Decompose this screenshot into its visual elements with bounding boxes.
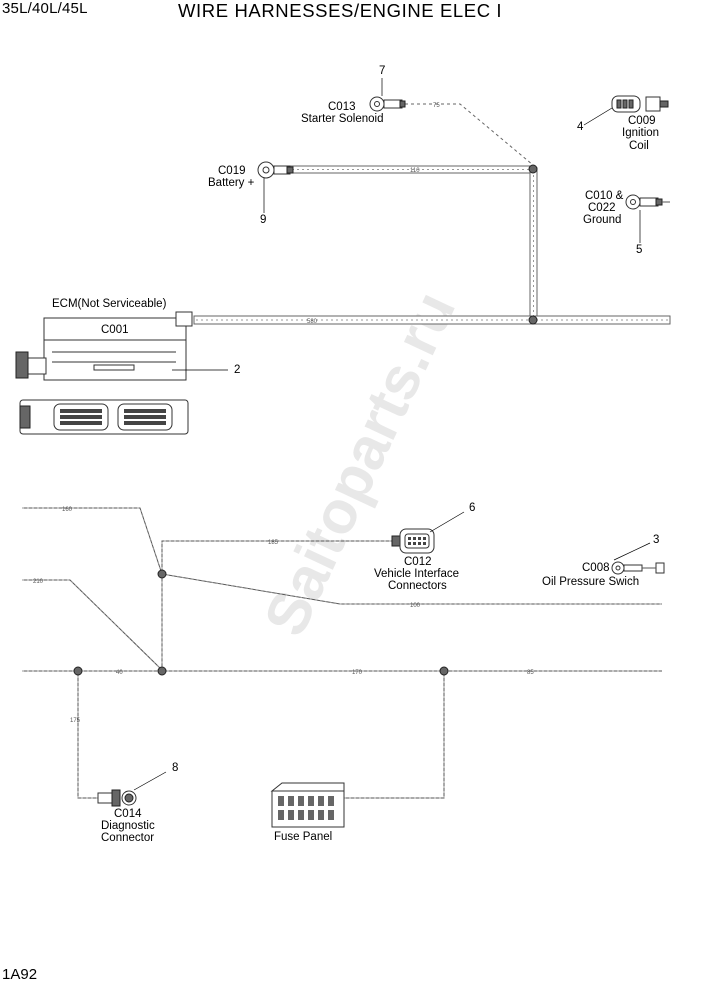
lower-harness — [22, 507, 662, 799]
vertical-harness-segment — [529, 167, 538, 321]
fuse-panel-label: Fuse Panel — [274, 831, 333, 843]
seg-label-160: 160 — [62, 507, 73, 513]
c013-name: Starter Solenoid — [301, 113, 384, 125]
fuse-panel-icon — [270, 782, 345, 828]
c012-connector-icon — [391, 528, 435, 554]
c009-connector-icon — [611, 95, 669, 113]
c019-name: Battery + — [208, 177, 255, 189]
ref-7: 7 — [379, 65, 386, 77]
seg-label-100: 100 — [410, 603, 421, 609]
seg-label-580: 580 — [307, 319, 318, 325]
starter-lead-wire — [405, 103, 534, 166]
c008-name: Oil Pressure Swich — [542, 576, 640, 588]
ecm-trunk-segment — [193, 315, 671, 325]
ecm-code: C001 — [101, 324, 129, 336]
c014-connector-icon — [97, 789, 137, 807]
seg-label-75: 75 — [433, 103, 440, 109]
junction-upper — [528, 164, 538, 174]
leader-4 — [583, 107, 613, 126]
ref-5: 5 — [636, 244, 643, 256]
c012-name-2: Connectors — [388, 580, 447, 592]
leader-3 — [613, 542, 651, 561]
seg-label-185: 185 — [268, 540, 279, 546]
junction-fuse — [439, 666, 449, 676]
ref-6: 6 — [469, 502, 476, 514]
ref-3: 3 — [653, 534, 660, 546]
c010-ground-terminal-icon — [625, 194, 670, 210]
page-title: WIRE HARNESSES/ENGINE ELEC I — [178, 0, 503, 21]
junction-lower-main — [157, 666, 167, 676]
c019-terminal-icon — [257, 161, 294, 179]
c010-code-2: C022 — [588, 202, 616, 214]
c012-name-1: Vehicle Interface — [374, 568, 460, 580]
c008-code: C008 — [582, 562, 610, 574]
ref-4: 4 — [577, 121, 584, 133]
seg-label-210: 210 — [33, 579, 44, 585]
junction-diagnostic — [73, 666, 83, 676]
c008-terminal-icon — [611, 561, 665, 575]
seg-label-85: 85 — [527, 670, 534, 676]
seg-label-40: 40 — [116, 670, 123, 676]
model-label: 35L/40L/45L — [2, 0, 88, 17]
seg-label-175: 175 — [70, 718, 81, 724]
seg-label-110: 110 — [410, 168, 420, 174]
ecm-module-icon — [15, 311, 193, 381]
ref-8: 8 — [172, 762, 179, 774]
ref-2: 2 — [234, 364, 241, 376]
c014-code: C014 — [114, 808, 142, 820]
c019-code: C019 — [218, 165, 246, 177]
c013-terminal-icon — [369, 96, 406, 112]
c013-code: C013 — [328, 101, 356, 113]
c014-name-2: Connector — [101, 832, 155, 844]
seg-label-170: 170 — [352, 670, 363, 676]
page-id: 1A92 — [2, 966, 38, 983]
ecm-connector-face-icon — [19, 399, 189, 435]
c009-name-2: Coil — [629, 140, 649, 152]
c009-code: C009 — [628, 115, 656, 127]
junction-lower-left — [157, 569, 167, 579]
c010-name: Ground — [583, 214, 622, 226]
ecm-title: ECM(Not Serviceable) — [52, 298, 167, 310]
ref-9: 9 — [260, 214, 267, 226]
junction-trunk — [528, 315, 538, 325]
leader-6 — [429, 511, 465, 533]
c009-name-1: Ignition — [622, 127, 660, 139]
c010-code-1: C010 & — [585, 190, 624, 202]
c014-name-1: Diagnostic — [101, 820, 155, 832]
leader-8 — [133, 771, 167, 791]
c012-code: C012 — [404, 556, 432, 568]
